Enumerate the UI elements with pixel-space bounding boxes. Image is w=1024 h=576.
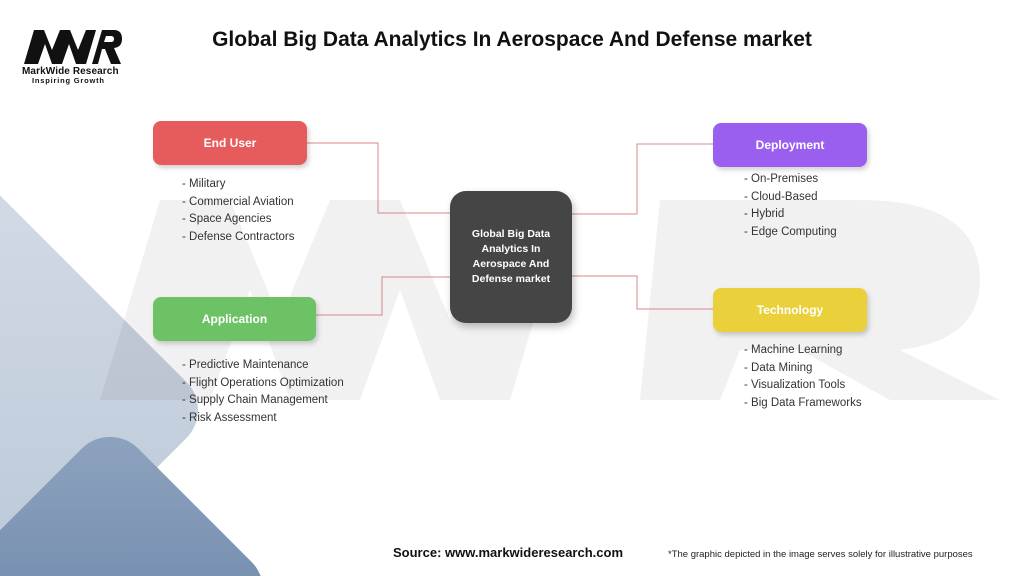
deployment-list: On-Premises Cloud-Based Hybrid Edge Comp…	[744, 171, 837, 241]
segment-label: Technology	[756, 303, 824, 317]
list-item: Cloud-Based	[744, 189, 837, 207]
list-item: Visualization Tools	[744, 377, 862, 395]
list-item: Edge Computing	[744, 224, 837, 242]
list-item: Risk Assessment	[182, 410, 344, 428]
application-list: Predictive Maintenance Flight Operations…	[182, 357, 344, 427]
list-item: Predictive Maintenance	[182, 357, 344, 375]
logo-company-name: MarkWide Research	[22, 66, 119, 77]
list-item: Military	[182, 176, 295, 194]
list-item: Commercial Aviation	[182, 194, 295, 212]
mwr-logo-icon	[24, 30, 122, 64]
logo-tagline: Inspiring Growth	[32, 76, 105, 85]
segment-technology: Technology	[713, 288, 867, 332]
connector-deployment	[572, 143, 713, 215]
source-credit: Source: www.markwideresearch.com	[393, 545, 624, 560]
disclaimer-note: *The graphic depicted in the image serve…	[668, 549, 973, 560]
technology-list: Machine Learning Data Mining Visualizati…	[744, 342, 862, 412]
list-item: Flight Operations Optimization	[182, 375, 344, 393]
markwide-logo: MarkWide Research Inspiring Growth	[22, 28, 127, 85]
connector-end-user	[307, 142, 450, 214]
segment-deployment: Deployment	[713, 123, 867, 167]
list-item: Data Mining	[744, 360, 862, 378]
segment-label: End User	[203, 136, 257, 150]
page-title: Global Big Data Analytics In Aerospace A…	[212, 28, 812, 51]
list-item: Big Data Frameworks	[744, 395, 862, 413]
center-node-label: Global Big Data Analytics In Aerospace A…	[471, 228, 551, 285]
end-user-list: Military Commercial Aviation Space Agenc…	[182, 176, 295, 247]
segment-label: Application	[201, 312, 268, 326]
connector-application	[316, 276, 450, 316]
segment-end-user: End User	[153, 121, 307, 165]
list-item: Hybrid	[744, 206, 837, 224]
list-item: Supply Chain Management	[182, 392, 344, 410]
segment-application: Application	[153, 297, 316, 341]
connector-technology	[572, 275, 713, 310]
list-item: Space Agencies	[182, 211, 295, 229]
center-node: Global Big Data Analytics In Aerospace A…	[450, 191, 572, 323]
list-item: On-Premises	[744, 171, 837, 189]
list-item: Defense Contractors	[182, 229, 294, 247]
segment-label: Deployment	[755, 138, 825, 152]
list-item: Machine Learning	[744, 342, 862, 360]
